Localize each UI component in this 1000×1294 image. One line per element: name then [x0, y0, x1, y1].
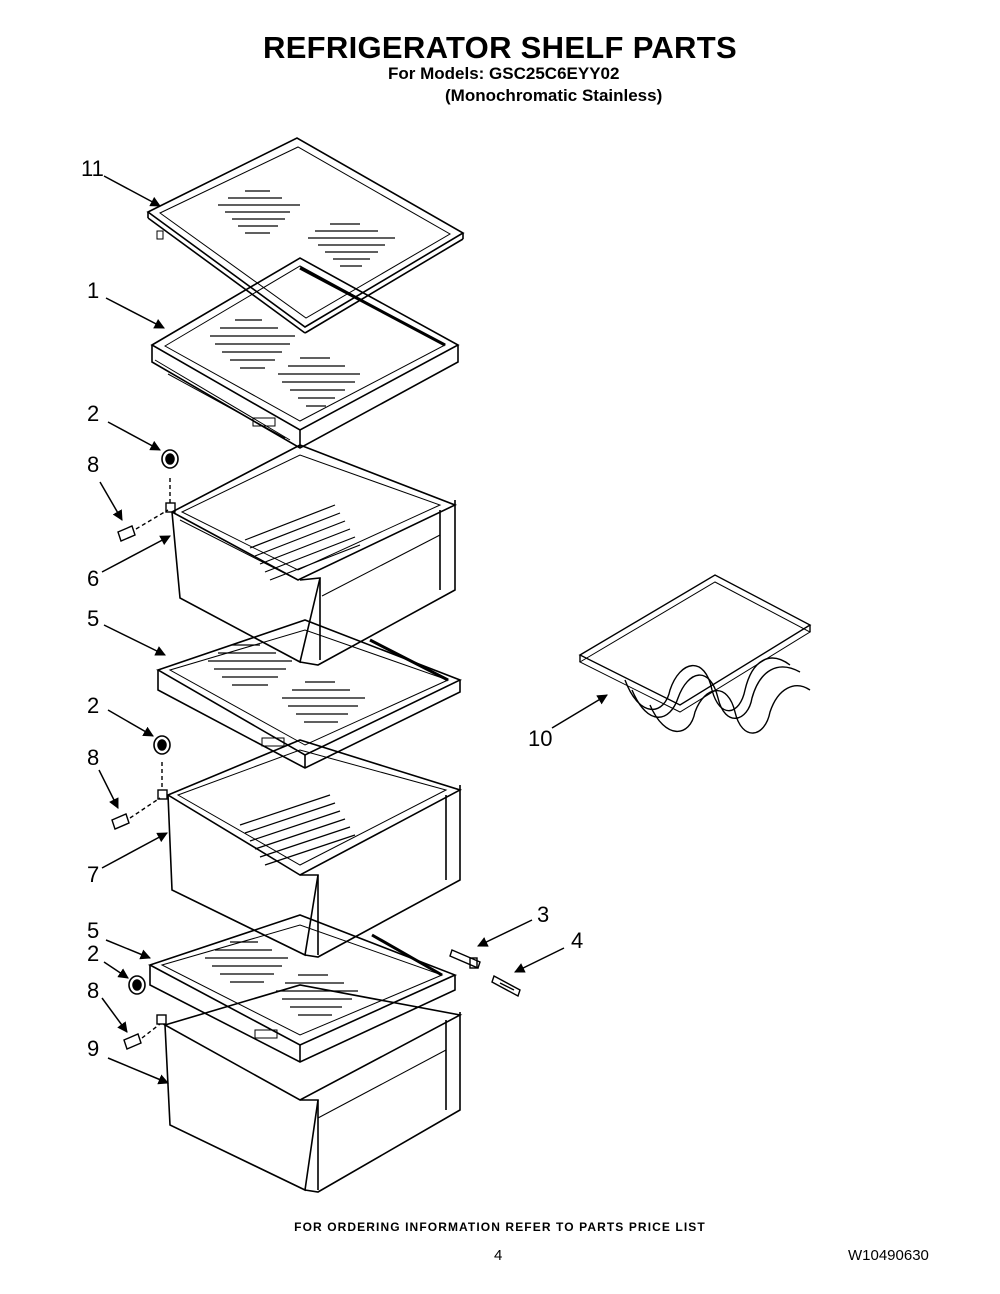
- part-1-shelf-markings: [210, 319, 360, 407]
- callout-5-lower: 5: [87, 918, 100, 943]
- part-2-roller-lower: [128, 975, 146, 995]
- callout-10: 10: [528, 726, 553, 751]
- part-6-crisper-drawer: [170, 444, 458, 666]
- part-5-shelf-frame-upper: [156, 619, 463, 769]
- callout-3: 3: [537, 902, 550, 927]
- document-number: W10490630: [848, 1247, 929, 1264]
- finish-line: (Monochromatic Stainless): [445, 86, 663, 105]
- page-number: 4: [494, 1247, 503, 1264]
- callout-9: 9: [87, 1036, 100, 1061]
- part-7-crisper-drawer: [166, 739, 463, 958]
- leader-arrows: [98, 175, 608, 1085]
- part-3-clip: [449, 949, 481, 969]
- callout-2-middle: 2: [87, 693, 100, 718]
- part-2-roller-middle: [153, 735, 171, 755]
- callout-2-upper: 2: [87, 401, 100, 426]
- part-5-upper-shelf-markings: [208, 644, 365, 723]
- part-2-roller-upper: [161, 449, 179, 469]
- callout-11: 11: [81, 156, 104, 181]
- part-10-wine-rack: [578, 574, 812, 734]
- callout-6: 6: [87, 566, 100, 591]
- callout-1: 1: [87, 278, 100, 303]
- part-7-drawer-ribs: [239, 794, 356, 866]
- part-5-shelf-frame-lower: [147, 914, 458, 1063]
- callout-2-lower: 2: [87, 941, 100, 966]
- callout-5-upper: 5: [87, 606, 100, 631]
- models-line: For Models: GSC25C6EYY02: [388, 64, 620, 83]
- callout-8-upper: 8: [87, 452, 100, 477]
- part-8-screw-lower: [123, 1014, 167, 1050]
- callout-4: 4: [571, 928, 584, 953]
- callout-7: 7: [87, 862, 100, 887]
- callout-8-lower: 8: [87, 978, 100, 1003]
- part-11-shelf-markings: [218, 190, 395, 267]
- part-4-clip: [491, 974, 521, 998]
- part-6-drawer-ribs: [244, 504, 361, 581]
- part-11-glass-shelf: [146, 137, 465, 334]
- part-8-screw-middle: [111, 762, 168, 830]
- callout-8-middle: 8: [87, 745, 100, 770]
- part-9-pan-drawer: [162, 984, 463, 1193]
- part-1-shelf-frame: [150, 257, 460, 449]
- part-8-screw-upper: [117, 478, 176, 542]
- page-title: REFRIGERATOR SHELF PARTS: [263, 30, 737, 65]
- ordering-note: FOR ORDERING INFORMATION REFER TO PARTS …: [294, 1220, 706, 1234]
- part-5-lower-shelf-markings: [205, 941, 358, 1016]
